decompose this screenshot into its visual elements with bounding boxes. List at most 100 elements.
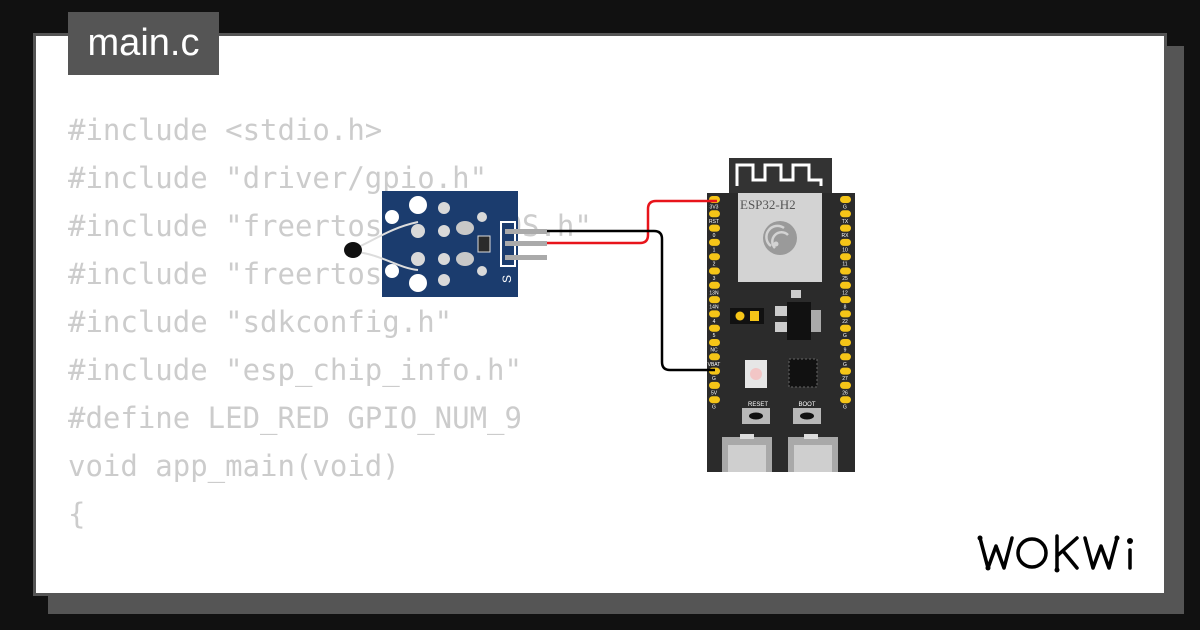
usb-port-2-tab [804, 434, 818, 439]
resistor [477, 235, 491, 253]
code-panel: #include <stdio.h>#include "driver/gpio.… [33, 33, 1167, 596]
pad [438, 225, 450, 237]
pin-label: 27 [842, 376, 848, 382]
pad [438, 202, 450, 214]
pin-label: 26 [842, 390, 848, 396]
pin [505, 229, 547, 234]
pin-label: 0 [713, 233, 716, 239]
usb-port-2-inner [794, 445, 832, 472]
pin-pad[interactable] [840, 353, 851, 361]
pin-pad[interactable] [840, 310, 851, 318]
thermistor-lead [355, 251, 419, 271]
pin-pad[interactable] [709, 339, 720, 346]
pin-pad[interactable] [709, 267, 720, 275]
espressif-logo-icon [763, 221, 797, 255]
pin-pad[interactable] [840, 324, 851, 332]
pin-label: 9 [844, 348, 847, 354]
boot-button-cap [800, 412, 814, 420]
pin-label: 25 [842, 276, 848, 282]
usb-port-1-tab [740, 434, 754, 439]
pin-pad[interactable] [709, 324, 720, 332]
pin-label: 13N [709, 290, 719, 296]
regulator-tab [811, 310, 821, 332]
code-editor[interactable]: #include <stdio.h>#include "driver/gpio.… [68, 106, 592, 538]
pin-label: 10 [842, 247, 848, 253]
signal-pin-label: S [500, 275, 514, 283]
pin-pad[interactable] [709, 381, 720, 389]
thermistor [344, 242, 362, 258]
pin-pad[interactable] [709, 224, 720, 232]
pin-pad[interactable] [709, 396, 720, 404]
pin-label: 5V [711, 390, 718, 396]
pin-label: G [843, 405, 847, 411]
status-led-pad [750, 311, 759, 321]
mount-hole [385, 264, 399, 278]
pin-pad[interactable] [840, 238, 851, 246]
pin-pad[interactable] [840, 367, 851, 375]
pin-label: 3V3 [710, 205, 719, 211]
pin-pad[interactable] [709, 281, 720, 289]
solder-pad [456, 252, 474, 266]
pin-label: 1 [713, 247, 716, 253]
pin-label: 11 [842, 262, 847, 268]
sensor-pcb [382, 191, 518, 297]
pin-pad[interactable] [709, 353, 720, 361]
code-line: #include "sdkconfig.h" [68, 305, 453, 339]
pin-label: 12 [842, 290, 848, 296]
pin-pad[interactable] [709, 253, 720, 261]
pin-pad[interactable] [840, 210, 851, 218]
pin-pad[interactable] [709, 238, 720, 246]
pin-pad[interactable] [840, 253, 851, 261]
pin-label: TX [842, 219, 849, 225]
mount-hole [385, 210, 399, 224]
regulator-pin [775, 322, 787, 332]
reset-label: RESET [748, 402, 768, 408]
pin-pad[interactable] [709, 296, 720, 304]
status-led [735, 311, 745, 321]
pin-pad[interactable] [840, 196, 851, 203]
pin-label: RST [709, 219, 719, 225]
pin-label: 3 [713, 276, 716, 282]
pin-label: 2 [713, 262, 716, 268]
pin-pad[interactable] [709, 210, 720, 218]
pin-label: 4 [713, 319, 716, 325]
pad [411, 252, 425, 266]
mount-hole [409, 274, 427, 292]
code-line: #include <stdio.h> [68, 113, 383, 147]
red-wire[interactable] [547, 199, 717, 245]
thermistor-lead [355, 221, 419, 249]
pin-label: 14N [709, 305, 719, 311]
reset-button-cap [749, 412, 763, 420]
pin-pad[interactable] [840, 396, 851, 404]
pin-pad[interactable] [840, 339, 851, 346]
black-wire[interactable] [547, 229, 715, 372]
regulator-pin [775, 306, 787, 316]
pin-pad[interactable] [709, 310, 720, 318]
wokwi-logo [977, 534, 1133, 573]
pin-label: 8 [844, 305, 847, 311]
pin-pad[interactable] [840, 224, 851, 232]
pin-pad[interactable] [840, 381, 851, 389]
code-line: #define LED_RED GPIO_NUM_9 [68, 401, 522, 435]
solder-pad [456, 221, 474, 235]
board-name: ESP32-H2 [740, 197, 796, 212]
code-line: #include "esp_chip_info.h" [68, 353, 522, 387]
pin-pad[interactable] [840, 281, 851, 289]
pad [477, 266, 487, 276]
code-line: { [68, 497, 86, 531]
file-tab[interactable]: main.c [68, 12, 219, 75]
pad [477, 212, 487, 222]
temperature-sensor-module[interactable]: S [344, 191, 547, 297]
pin-label: VBAT [708, 362, 721, 368]
usb-port-1-inner [728, 445, 766, 472]
pin-label: G [712, 376, 716, 382]
pin-label: 22 [842, 319, 848, 325]
pin-pad[interactable] [840, 296, 851, 304]
pin-pad[interactable] [840, 267, 851, 275]
pad [438, 253, 450, 265]
voltage-regulator [787, 302, 811, 340]
smd-component [791, 290, 801, 298]
pad [411, 224, 425, 238]
